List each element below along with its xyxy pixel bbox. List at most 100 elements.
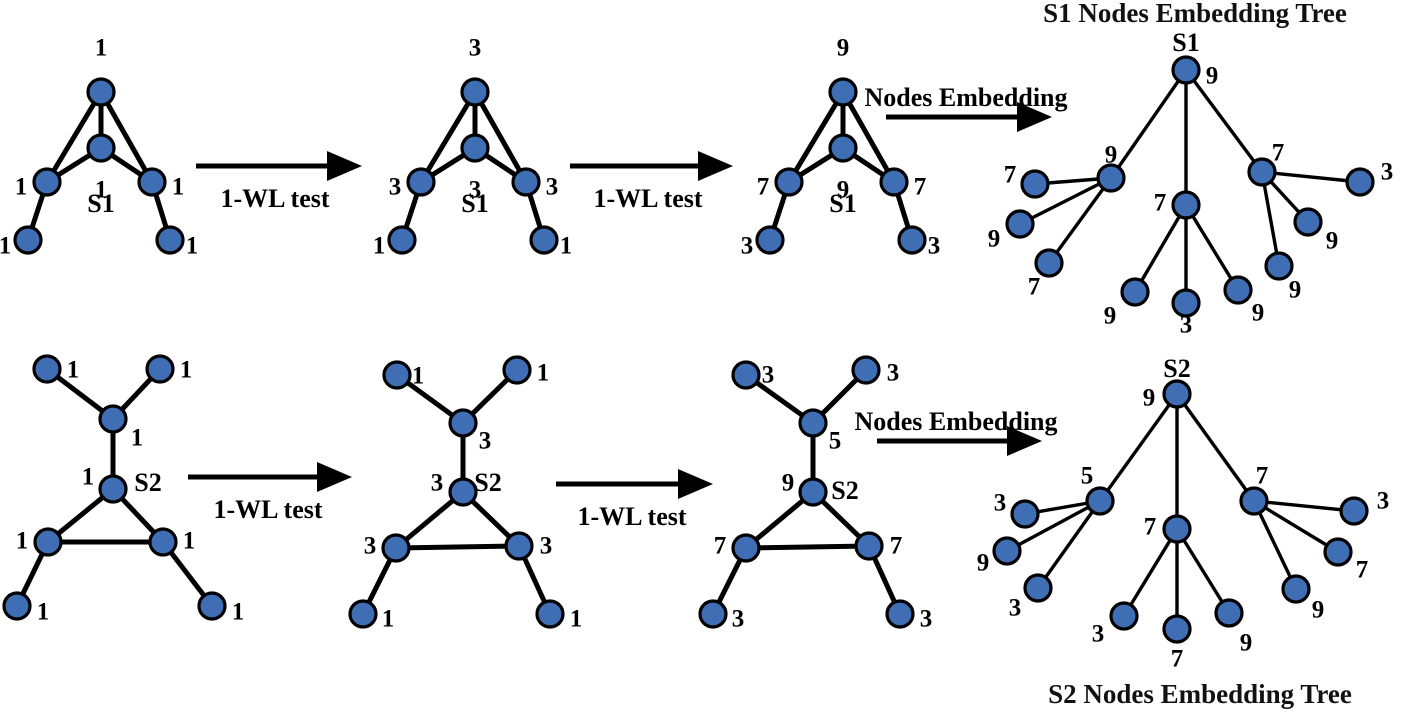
node-label: 1 (16, 528, 29, 555)
node-label: 9 (988, 226, 1001, 253)
graph-node (32, 167, 62, 197)
graph-edge (98, 89, 155, 185)
arrow-step-label: 1-WL test (213, 495, 322, 524)
graph-node (460, 133, 490, 163)
graph-node (1281, 574, 1311, 604)
node-label: 1 (15, 174, 28, 201)
graph-node (381, 533, 411, 563)
node-label: 9 (1252, 300, 1265, 327)
graph-node (98, 474, 128, 504)
node-label: 7 (714, 533, 727, 560)
graph-node (897, 225, 927, 255)
graph-node (1339, 496, 1369, 526)
graph-edge (1098, 392, 1179, 503)
node-label: 9 (1312, 597, 1325, 624)
graph-node (535, 599, 565, 629)
graph-edge (393, 543, 522, 551)
graph-node (504, 531, 534, 561)
graph-node (13, 225, 43, 255)
arrow-wl-2: 1-WL test (570, 151, 734, 213)
graph-node (1214, 598, 1244, 628)
graph-node (33, 527, 63, 557)
graph-node (387, 225, 417, 255)
graph-node (86, 133, 116, 163)
graph-node (1264, 251, 1294, 281)
graph-node (1023, 573, 1053, 603)
graph-node (885, 599, 915, 629)
graph-node (406, 167, 436, 197)
node-label: 3 (540, 533, 553, 560)
arrow-step-label: Nodes Embedding (865, 83, 1068, 112)
node-label: 3 (887, 360, 900, 387)
graph-node (828, 133, 858, 163)
node-label: 9 (782, 470, 795, 497)
node-label: 9 (1326, 228, 1339, 255)
graph-node (1034, 248, 1064, 278)
node-label: 1 (67, 357, 80, 384)
node-label: 3 (1381, 159, 1394, 186)
graph-node (86, 77, 116, 107)
node-label: 1 (82, 464, 95, 491)
graph-node (2, 591, 32, 621)
node-label: 3 (1377, 488, 1390, 515)
graph-edge (1005, 499, 1102, 553)
graph-node (828, 77, 858, 107)
graph-edge (1047, 176, 1113, 265)
node-label: 7 (1356, 557, 1369, 584)
arrow-step-label: 1-WL test (593, 184, 702, 213)
node-label: 1 (131, 425, 144, 452)
graph-node (1162, 379, 1192, 409)
graph-edge (1184, 68, 1264, 174)
graph-node (1005, 209, 1035, 239)
graph-edge (44, 89, 104, 185)
node-label: 1 (172, 174, 185, 201)
graph-node (348, 599, 378, 629)
graph-node (798, 477, 828, 507)
arrow-step-label: Nodes Embedding (855, 407, 1058, 436)
arrow-wl-4: 1-WL test (556, 469, 714, 531)
node-label: 9 (837, 177, 850, 204)
graph-node (1239, 486, 1269, 516)
node-label: 5 (829, 428, 842, 455)
graph-node (698, 599, 728, 629)
graph-edge (1252, 499, 1340, 554)
graph-edge (472, 89, 529, 185)
graph-edge (1252, 499, 1356, 513)
node-label: 3 (479, 428, 492, 455)
node-label: 3 (762, 362, 775, 389)
node-label: 9 (1143, 385, 1156, 412)
node-label: 1 (570, 606, 583, 633)
node-label: 7 (757, 174, 770, 201)
node-label: 1 (0, 233, 11, 260)
graph-node (448, 408, 478, 438)
node-label: 3 (994, 490, 1007, 517)
graph-node (1247, 157, 1277, 187)
graph-edge (1133, 203, 1188, 294)
graph-node (155, 225, 185, 255)
node-label: 3 (389, 174, 402, 201)
graph-node (1085, 486, 1115, 516)
node-label: 1 (95, 35, 108, 62)
graph-edge (1018, 176, 1113, 226)
arrow-embed-1: Nodes Embedding (865, 83, 1068, 132)
node-label: 9 (1206, 63, 1219, 90)
graph-node (382, 360, 412, 390)
node-label: 5 (1081, 463, 1094, 490)
node-label: 3 (1092, 621, 1105, 648)
graph-id-label: S1 (87, 189, 114, 218)
graph-node (145, 354, 175, 384)
node-label: 7 (890, 533, 903, 560)
graph-edge (1122, 527, 1179, 618)
graph-node (1120, 277, 1150, 307)
node-label: 7 (1272, 140, 1285, 167)
node-label: 3 (741, 233, 754, 260)
tree-root-label: S1 (1172, 28, 1199, 57)
graph-edge (418, 89, 478, 185)
graph-node (460, 77, 490, 107)
